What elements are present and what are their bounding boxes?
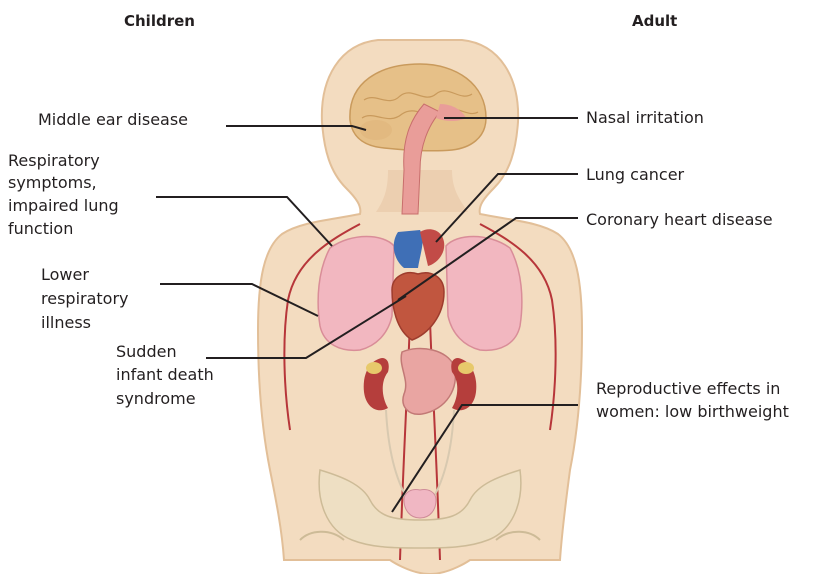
label-sids-line-1: Sudden [116, 342, 177, 362]
header-children: Children [124, 12, 195, 30]
label-respiratory-line-1: Respiratory [8, 151, 100, 171]
adrenal-left [366, 362, 382, 374]
label-nasal-irritation: Nasal irritation [586, 108, 704, 128]
left-lung [318, 237, 394, 351]
label-respiratory-line-2: symptoms, [8, 173, 97, 193]
label-sids-line-2: infant death [116, 365, 214, 385]
label-lower-line-2: respiratory [41, 289, 129, 309]
header-adult: Adult [632, 12, 677, 30]
label-reproductive-line-2: women: low birthweight [596, 402, 789, 422]
label-respiratory-line-3: impaired lung [8, 196, 119, 216]
label-lower-line-1: Lower [41, 265, 89, 285]
label-lung-cancer: Lung cancer [586, 165, 684, 185]
label-middle-ear-disease: Middle ear disease [38, 110, 188, 130]
uterus [404, 489, 436, 518]
label-lower-line-3: illness [41, 313, 91, 333]
label-sids-line-3: syndrome [116, 389, 196, 409]
right-lung [446, 237, 522, 351]
label-reproductive-line-1: Reproductive effects in [596, 379, 780, 399]
label-coronary-heart-disease: Coronary heart disease [586, 210, 773, 230]
adrenal-right [458, 362, 474, 374]
label-respiratory-line-4: function [8, 219, 73, 239]
